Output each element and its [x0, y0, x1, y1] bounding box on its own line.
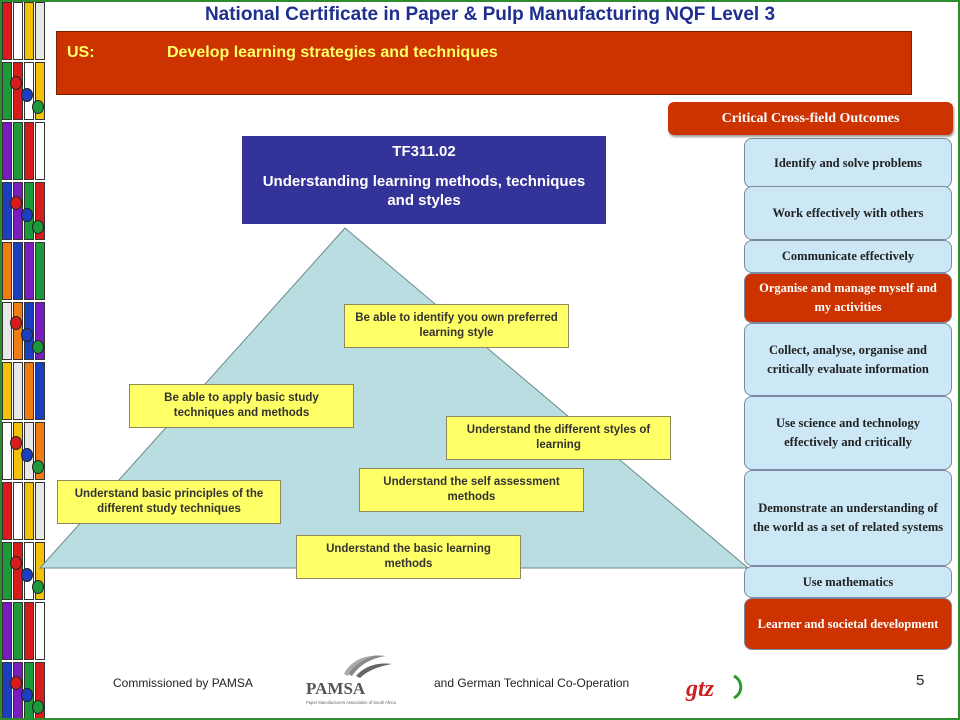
pamsa-logo-text: PAMSA: [306, 679, 366, 698]
strip-dot: [21, 448, 33, 462]
strip-dot: [10, 196, 22, 210]
strip-tile: [13, 122, 23, 180]
strip-tile: [24, 242, 34, 300]
strip-tile: [24, 482, 34, 540]
strip-tile: [2, 122, 12, 180]
ccfo-item: Demonstrate an understanding of the worl…: [744, 470, 952, 566]
strip-tile: [2, 602, 12, 660]
ccfo-item: Use science and technology effectively a…: [744, 396, 952, 470]
strip-dot: [32, 580, 44, 594]
strip-dot: [21, 688, 33, 702]
strip-dot: [10, 556, 22, 570]
strip-tile: [13, 362, 23, 420]
strip-tile: [2, 2, 12, 60]
strip-tile: [35, 62, 45, 120]
top-focus-box: TF311.02 Understanding learning methods,…: [242, 136, 606, 224]
unit-standard-title: Develop learning strategies and techniqu…: [167, 44, 498, 61]
strip-tile: [2, 362, 12, 420]
footer-partner: and German Technical Co-Operation: [434, 676, 630, 690]
decorative-border-strip: [2, 2, 46, 718]
outcome-box: Understand the self assessment methods: [359, 468, 584, 512]
outcome-box: Be able to apply basic study techniques …: [129, 384, 354, 428]
strip-tile: [35, 422, 45, 480]
ccfo-item: Collect, analyse, organise and criticall…: [744, 323, 952, 396]
strip-tile: [35, 602, 45, 660]
pamsa-logo: PAMSA Paper Manufacturers Association of…: [306, 655, 397, 705]
ccfo-item-active: Organise and manage myself and my activi…: [744, 273, 952, 323]
gtz-logo: gtz: [685, 674, 743, 702]
strip-tile: [35, 302, 45, 360]
strip-tile: [24, 122, 34, 180]
strip-tile: [2, 242, 12, 300]
strip-tile: [24, 602, 34, 660]
strip-dot: [32, 340, 44, 354]
gtz-logo-text: gtz: [685, 676, 715, 702]
strip-tile: [13, 242, 23, 300]
strip-tile: [35, 362, 45, 420]
focus-title: Understanding learning methods, techniqu…: [262, 173, 586, 209]
ccfo-item: Identify and solve problems: [744, 138, 952, 188]
strip-dot: [10, 316, 22, 330]
ccfo-item: Use mathematics: [744, 566, 952, 598]
strip-tile: [24, 362, 34, 420]
strip-tile: [13, 482, 23, 540]
strip-dot: [10, 436, 22, 450]
strip-dot: [21, 208, 33, 222]
strip-tile: [2, 482, 12, 540]
strip-tile: [2, 542, 12, 600]
ccfo-item-active: Learner and societal development: [744, 598, 952, 650]
strip-tile: [2, 662, 12, 718]
unit-standard-bar: US: Develop learning strategies and tech…: [56, 31, 912, 95]
strip-tile: [35, 542, 45, 600]
slide-title: National Certificate in Paper & Pulp Man…: [204, 4, 776, 25]
strip-tile: [35, 122, 45, 180]
outcome-box: Understand basic principles of the diffe…: [57, 480, 281, 524]
strip-dot: [10, 76, 22, 90]
strip-tile: [35, 182, 45, 240]
footer-commissioned: Commissioned by PAMSA: [113, 676, 253, 690]
strip-tile: [2, 182, 12, 240]
strip-tile: [2, 422, 12, 480]
strip-dot: [21, 328, 33, 342]
strip-dot: [32, 220, 44, 234]
unit-standard-prefix: US:: [67, 44, 95, 61]
strip-dot: [21, 568, 33, 582]
strip-tile: [24, 2, 34, 60]
strip-tile: [35, 662, 45, 718]
strip-tile: [35, 2, 45, 60]
strip-dot: [10, 676, 22, 690]
page-number: 5: [916, 672, 925, 689]
strip-tile: [2, 302, 12, 360]
focus-code: TF311.02: [392, 143, 456, 160]
outcome-box: Be able to identify you own preferred le…: [344, 304, 569, 348]
strip-dot: [32, 100, 44, 114]
strip-tile: [13, 2, 23, 60]
pamsa-logo-subtext: Paper Manufacturers Association of South…: [306, 700, 397, 705]
ccfo-heading: Critical Cross-field Outcomes: [668, 102, 953, 135]
strip-dot: [32, 700, 44, 714]
strip-dot: [32, 460, 44, 474]
outcome-box: Understand the different styles of learn…: [446, 416, 671, 460]
strip-dot: [21, 88, 33, 102]
strip-tile: [35, 242, 45, 300]
strip-tile: [2, 62, 12, 120]
ccfo-item: Communicate effectively: [744, 240, 952, 273]
strip-tile: [35, 482, 45, 540]
ccfo-item: Work effectively with others: [744, 186, 952, 240]
strip-tile: [13, 602, 23, 660]
outcome-box: Understand the basic learning methods: [296, 535, 521, 579]
